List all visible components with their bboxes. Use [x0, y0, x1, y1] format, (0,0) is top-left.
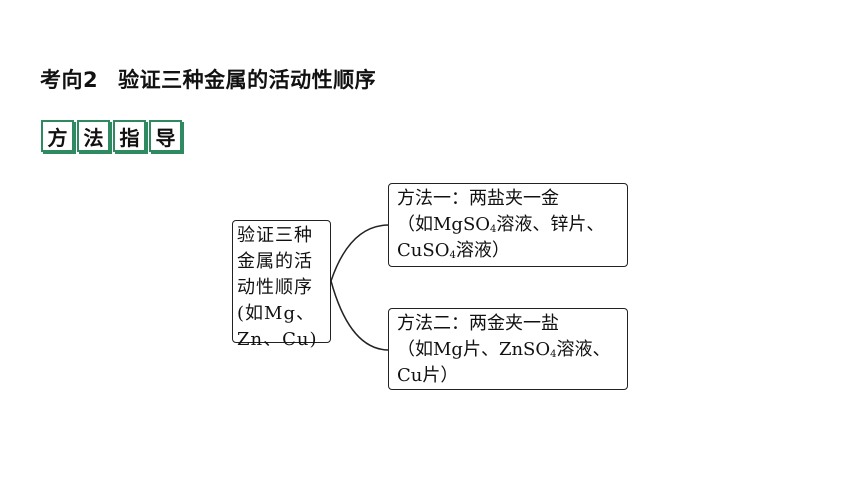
badge-char-4: 导 [149, 120, 182, 152]
topic-line-1: 验证三种 [237, 225, 313, 246]
method-two-line-2: （如Mg片、ZnSO4溶液、 [397, 339, 611, 360]
badge-char-1: 方 [41, 120, 74, 152]
connector-lower [330, 280, 390, 351]
topic-line-4: (如Mg、 [237, 303, 315, 324]
method-one-title: 方法一：两盐夹一金 [397, 188, 559, 209]
topic-box: 验证三种 金属的活 动性顺序 (如Mg、 Zn、Cu) [232, 220, 331, 350]
heading-label: 考向2 [40, 68, 99, 92]
badge-char-2: 法 [77, 120, 110, 152]
method-two-box: 方法二：两金夹一盐 （如Mg片、ZnSO4溶液、 Cu片） [388, 308, 628, 390]
section-heading: 考向2 验证三种金属的活动性顺序 [40, 64, 376, 94]
connector-upper [330, 224, 390, 282]
heading-title: 验证三种金属的活动性顺序 [118, 68, 377, 92]
method-one-box: 方法一：两盐夹一金 （如MgSO4溶液、锌片、 CuSO4溶液） [388, 183, 628, 267]
topic-line-3: 动性顺序 [237, 277, 313, 298]
badge-char-3: 指 [113, 120, 146, 152]
topic-line-5: Zn、Cu) [237, 329, 318, 350]
method-guide-badge: 方 法 指 导 [41, 120, 182, 152]
topic-line-2: 金属的活 [237, 251, 313, 272]
method-two-title: 方法二：两金夹一盐 [397, 313, 559, 334]
method-one-line-2: （如MgSO4溶液、锌片、 [397, 214, 605, 235]
method-one-line-3: CuSO4溶液） [397, 240, 510, 261]
method-two-line-3: Cu片） [397, 365, 459, 386]
